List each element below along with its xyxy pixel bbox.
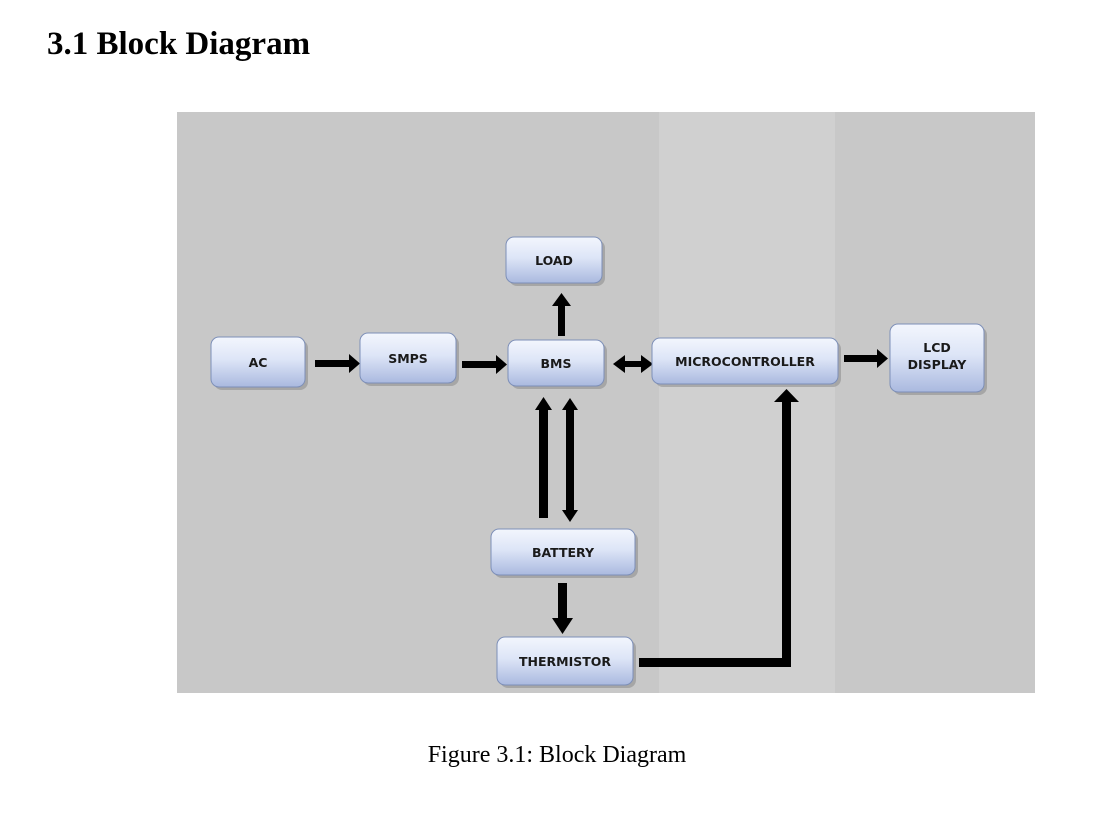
arrow-bms-to-load: [552, 293, 571, 336]
block-load: LOAD: [505, 236, 605, 286]
arrow-microcontroller-to-lcd: [844, 349, 888, 368]
block-bms-label: BMS: [541, 356, 572, 371]
arrow-smps-to-bms: [462, 355, 507, 374]
block-microcontroller-label: MICROCONTROLLER: [675, 354, 815, 369]
block-lcd-label-line1: LCD: [923, 340, 951, 355]
arrow-ac-to-smps: [315, 354, 360, 373]
arrow-bms-battery-bidirectional: [562, 398, 578, 522]
block-battery-label: BATTERY: [532, 545, 595, 560]
section-heading: 3.1 Block Diagram: [47, 26, 311, 62]
block-diagram-canvas: LOAD AC SMPS BMS MICROCONTROLLER LCD DI: [210, 112, 987, 693]
block-thermistor: THERMISTOR: [496, 636, 636, 688]
background-band: [659, 112, 835, 693]
block-thermistor-label: THERMISTOR: [519, 654, 611, 669]
arrow-battery-to-bms: [535, 397, 552, 518]
block-lcd-display: LCD DISPLAY: [889, 323, 987, 395]
block-smps: SMPS: [359, 332, 459, 386]
block-bms: BMS: [507, 339, 607, 389]
block-load-label: LOAD: [535, 253, 573, 268]
figure-caption: Figure 3.1: Block Diagram: [427, 742, 687, 768]
arrow-thermistor-to-microcontroller: [639, 389, 799, 667]
block-diagram: LOAD AC SMPS BMS MICROCONTROLLER LCD DI: [177, 112, 1035, 693]
block-lcd-label-line2: DISPLAY: [908, 357, 968, 372]
arrow-bms-microcontroller-bidirectional: [613, 355, 653, 373]
block-ac-label: AC: [249, 355, 268, 370]
block-smps-label: SMPS: [388, 351, 428, 366]
arrow-battery-to-thermistor: [552, 583, 573, 634]
block-microcontroller: MICROCONTROLLER: [651, 337, 841, 387]
block-battery: BATTERY: [490, 528, 638, 578]
block-ac: AC: [210, 336, 308, 390]
